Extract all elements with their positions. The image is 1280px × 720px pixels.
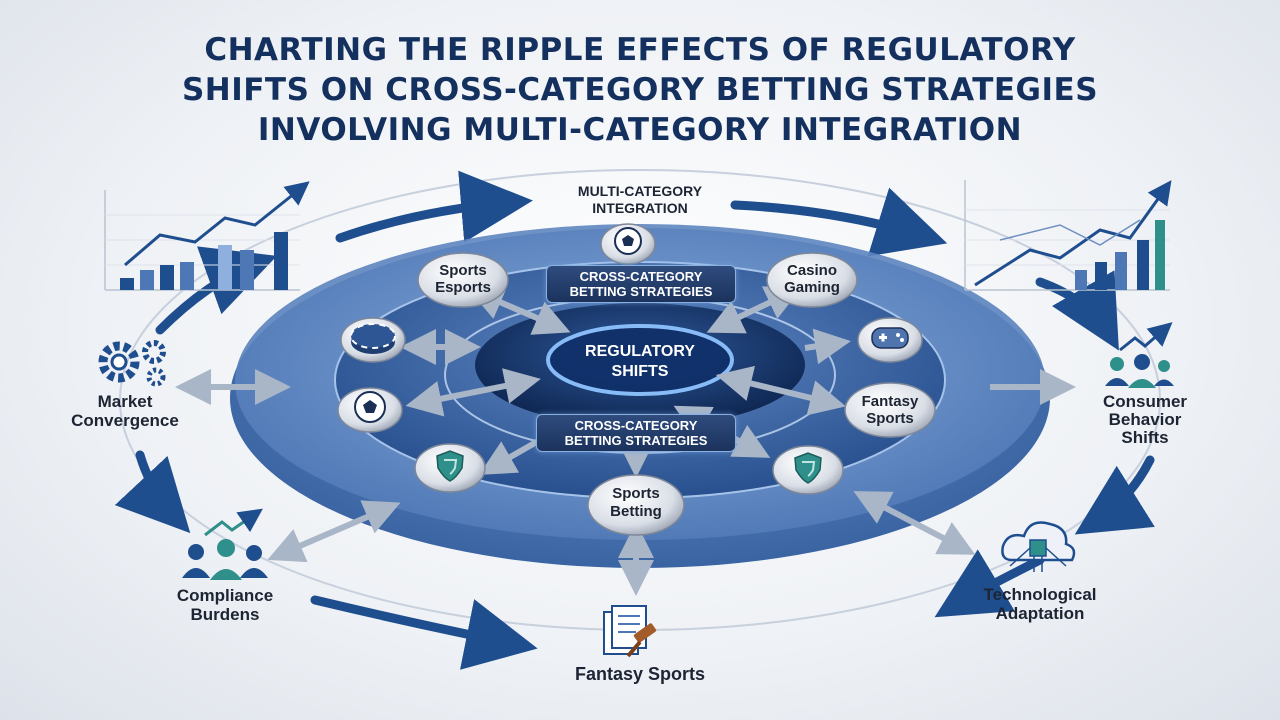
people-growth-icon [182, 508, 268, 580]
people-chart-icon [1105, 322, 1174, 388]
cloud-chip-icon [1001, 521, 1076, 572]
label-fantasy-sports-bottom: Fantasy Sports [574, 664, 706, 684]
label-compliance-burdens: Compliance Burdens [176, 586, 274, 624]
node-coin-sports-betting [587, 474, 685, 536]
title-line-2: SHIFTS ON CROSS-CATEGORY BETTING STRATEG… [181, 72, 1099, 108]
bar-chart-icon [104, 181, 310, 291]
soccer-ball-icon [600, 223, 656, 265]
label-casino-gaming: Casino Gaming [784, 262, 840, 296]
bar-chart-icon [964, 180, 1172, 291]
label-multi-category-integration: MULTI-CATEGORY INTEGRATION [577, 183, 703, 216]
shield-icon [772, 445, 844, 495]
gamepad-icon [857, 317, 923, 363]
node-coin-casino-gaming [766, 252, 858, 308]
soccer-ball-icon [337, 387, 403, 433]
label-fantasy-sports-inner: Fantasy Sports [861, 393, 919, 427]
page-title: CHARTING THE RIPPLE EFFECTS OF REGULATOR… [0, 30, 1280, 150]
core-glow [546, 324, 734, 396]
gears-icon [98, 340, 166, 387]
label-consumer-behavior-shifts: Consumer Behavior Shifts [1102, 392, 1188, 447]
node-coin-sports-esports [417, 252, 509, 308]
title-line-3: INVOLVING MULTI-CATEGORY INTEGRATION [257, 112, 1023, 148]
label-sports-betting: Sports Betting [610, 485, 662, 520]
poker-chip-icon [340, 317, 406, 363]
title-line-1: CHARTING THE RIPPLE EFFECTS OF REGULATOR… [204, 32, 1076, 68]
pill-cross-category-bottom: CROSS-CATEGORY BETTING STRATEGIES [536, 414, 736, 452]
node-coin-fantasy-sports [844, 382, 936, 438]
pill-cross-category-top: CROSS-CATEGORY BETTING STRATEGIES [546, 265, 736, 303]
label-market-convergence: Market Convergence [71, 392, 179, 430]
label-regulatory-shifts: REGULATORY SHIFTS [585, 343, 695, 380]
document-gavel-icon [603, 605, 657, 658]
shield-icon [414, 443, 486, 493]
label-sports-esports: Sports Esports [435, 262, 491, 296]
label-technological-adaptation: Technological Adaptation [983, 585, 1097, 623]
